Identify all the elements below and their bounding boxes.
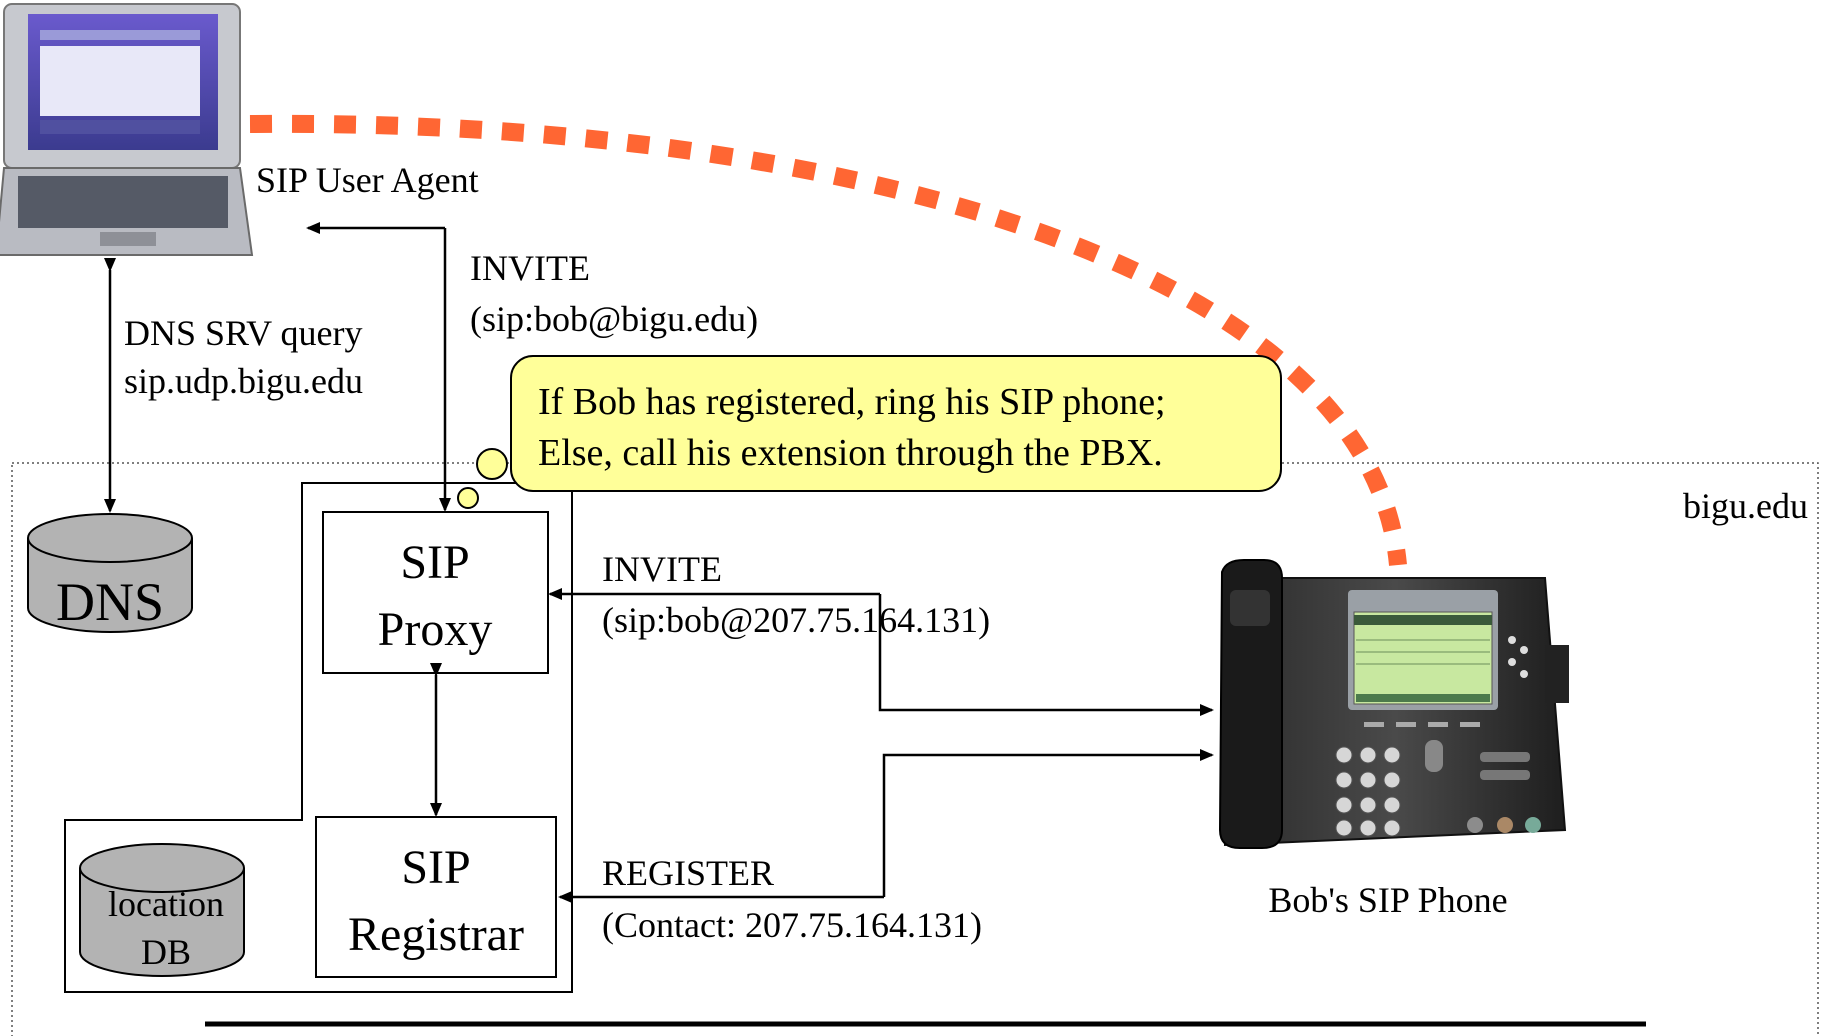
register-label-line1: REGISTER xyxy=(602,853,774,893)
invite-2-label-line1: INVITE xyxy=(602,549,722,589)
dns-cylinder xyxy=(27,513,193,633)
location-db-label-line1: location xyxy=(108,884,224,924)
sip-registrar-box xyxy=(315,816,557,978)
sip-proxy-label-line1: SIP xyxy=(400,536,469,589)
location-db-label-line2: DB xyxy=(141,932,191,972)
callout-dot-large xyxy=(476,448,508,480)
domain-boundary xyxy=(11,462,1819,1036)
invite-2-arrow-to-phone xyxy=(878,594,1214,716)
domain-label: bigu.edu xyxy=(1683,486,1808,526)
dns-label: DNS xyxy=(56,572,164,632)
user-agent-label: SIP User Agent xyxy=(256,160,479,200)
callout-line2: Else, call his extension through the PBX… xyxy=(538,432,1163,474)
sip-registrar-label-line1: SIP xyxy=(401,841,470,894)
callout-dot-small xyxy=(457,487,479,509)
callout-bubble xyxy=(510,355,1282,492)
register-label-line2: (Contact: 207.75.164.131) xyxy=(602,905,982,945)
callout-line1: If Bob has registered, ring his SIP phon… xyxy=(538,381,1166,423)
invite-2-label-line2: (sip:bob@207.75.164.131) xyxy=(602,600,990,640)
phone-label: Bob's SIP Phone xyxy=(1268,880,1507,920)
invite-1-label-line1: INVITE xyxy=(470,248,590,288)
register-arrow-to-phone xyxy=(882,749,1214,897)
sip-registrar-label-line2: Registrar xyxy=(348,908,524,961)
dns-query-label-line1: DNS SRV query xyxy=(124,313,362,353)
laptop-icon xyxy=(0,3,254,256)
invite-1-label-line2: (sip:bob@bigu.edu) xyxy=(470,299,758,339)
media-path xyxy=(249,114,1407,566)
location-db-cylinder xyxy=(79,843,245,977)
ip-phone-icon xyxy=(1218,559,1569,849)
dns-query-label-line2: sip.udp.bigu.edu xyxy=(124,361,363,401)
sip-proxy-label-line2: Proxy xyxy=(378,603,493,656)
